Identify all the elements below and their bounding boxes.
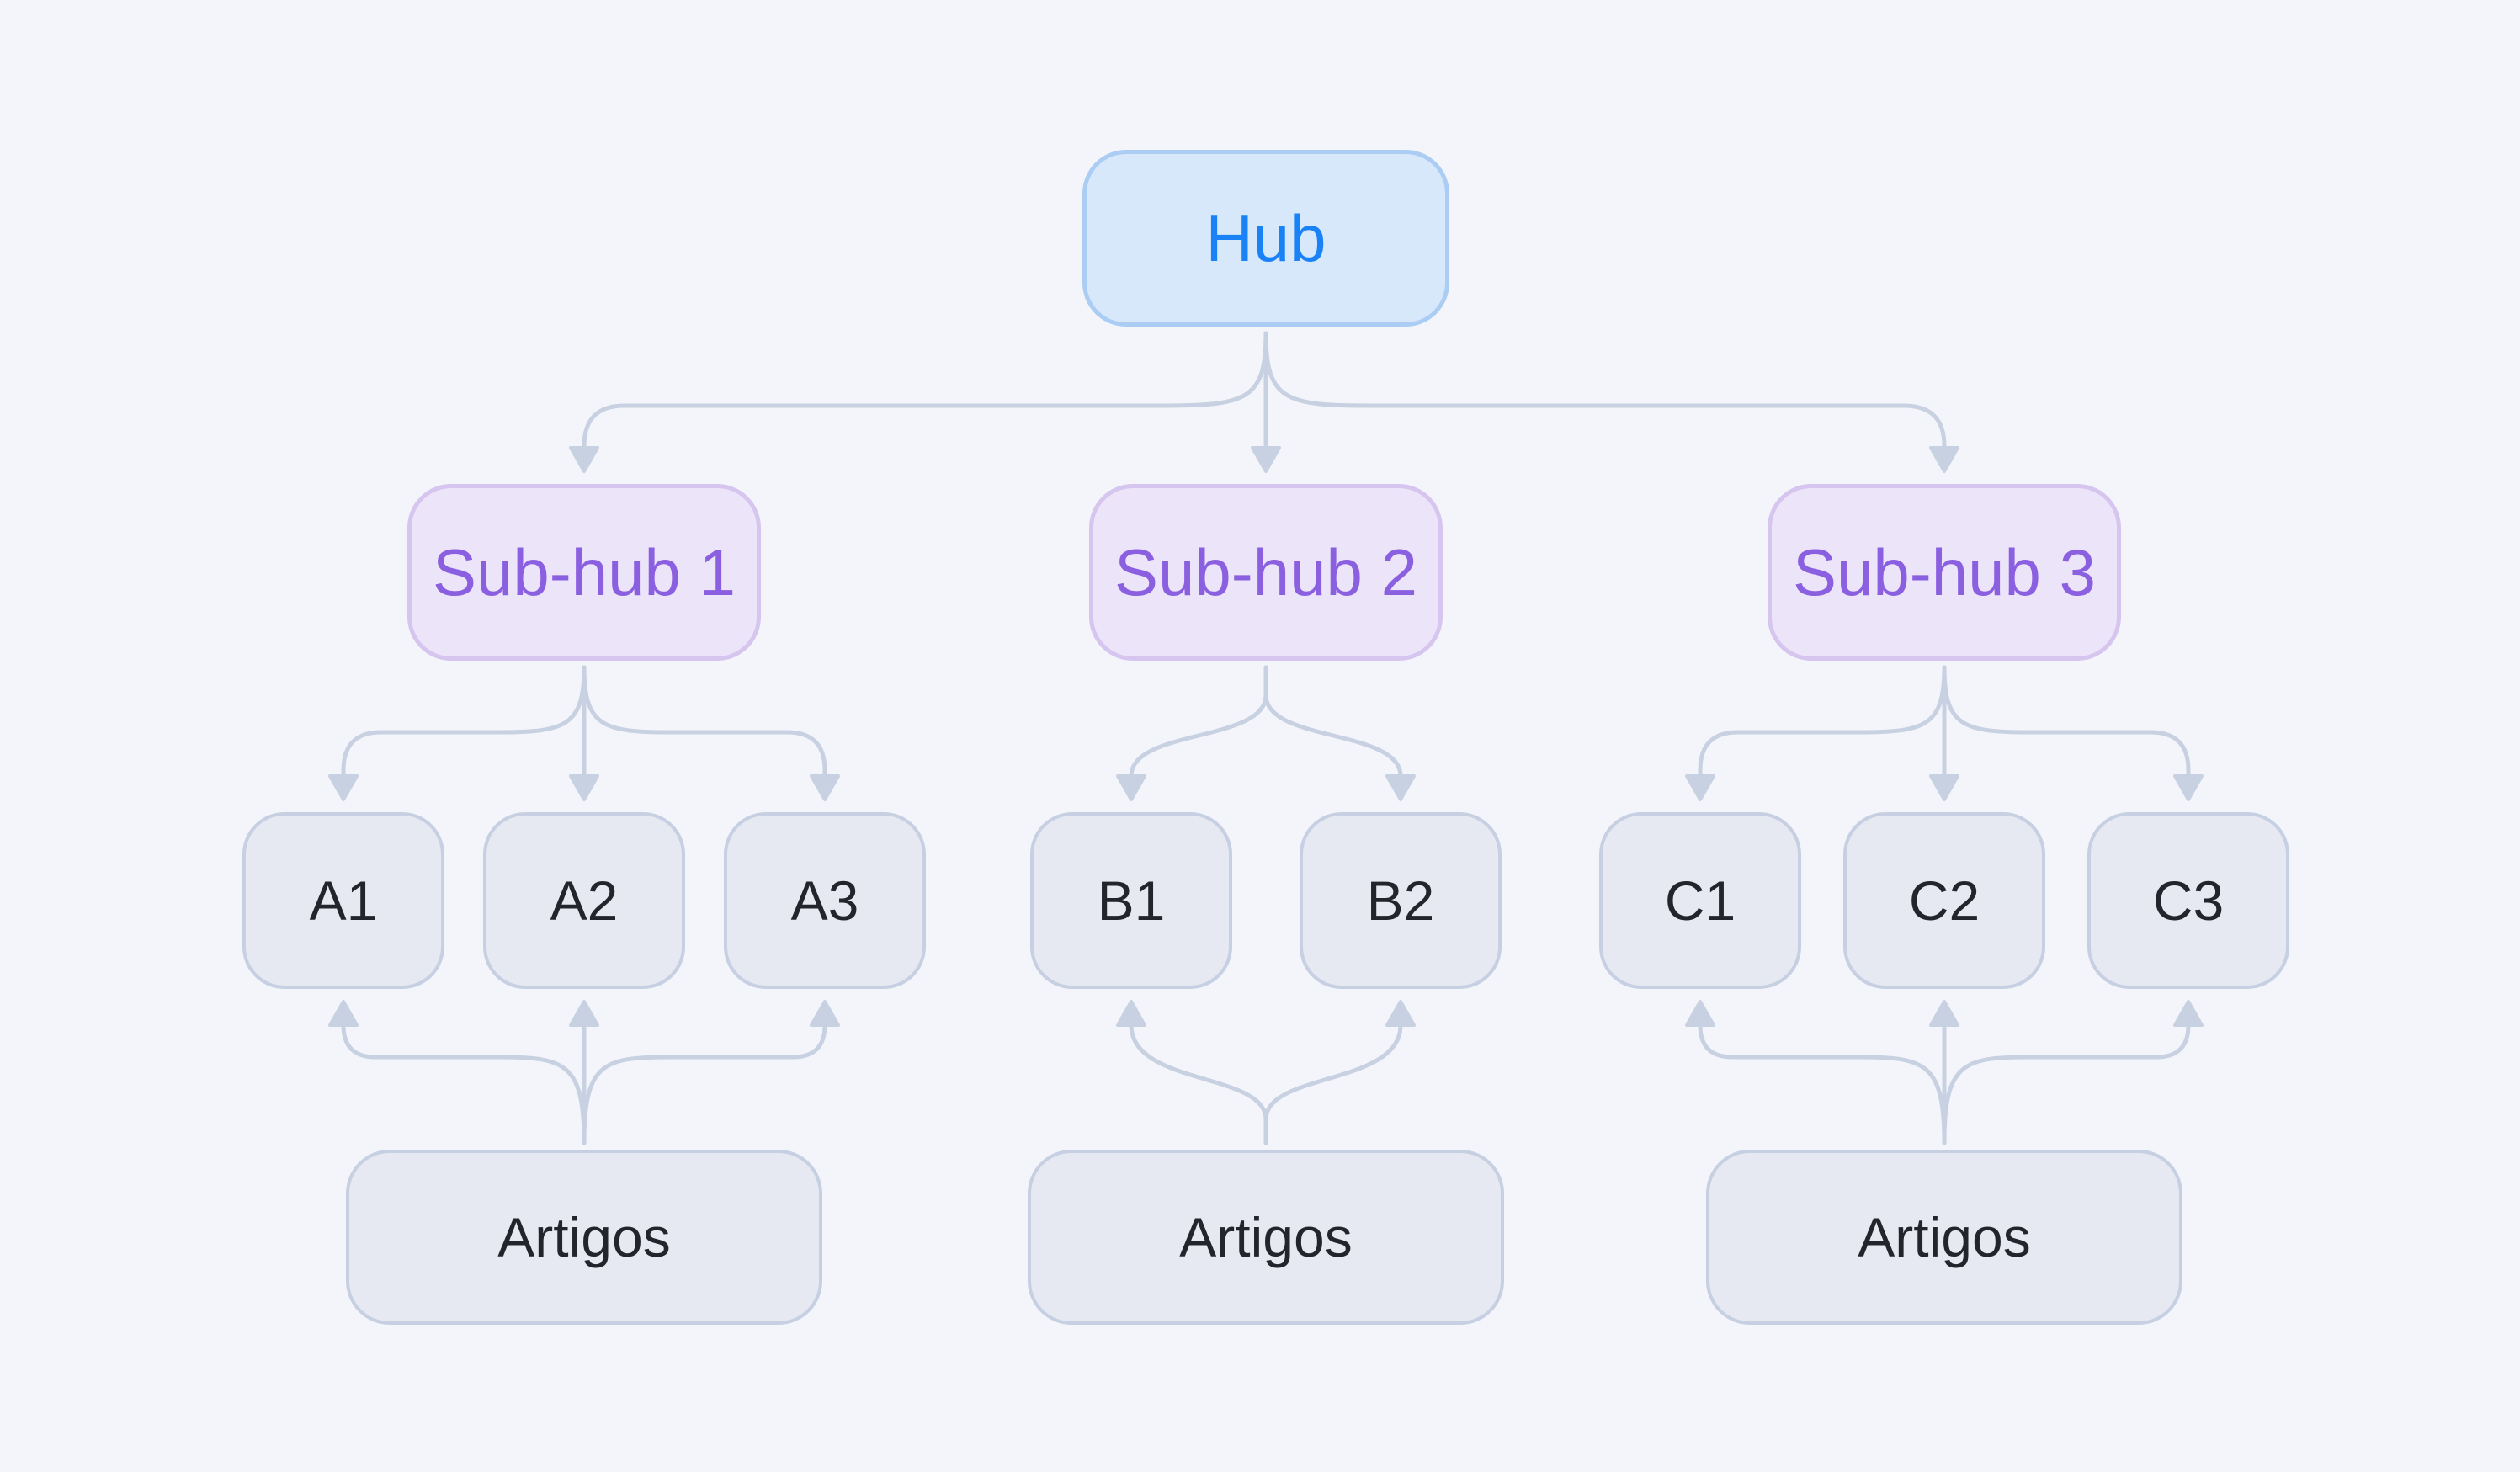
- arrow-down-icon: [1929, 446, 1959, 473]
- arrow-down-icon: [1929, 774, 1959, 801]
- connector-subhub2-child2: [1263, 665, 1403, 779]
- connector-artigos3-child1: [1698, 1023, 1947, 1145]
- node-c1: C1: [1599, 812, 1801, 989]
- node-subhub-1: Sub-hub 1: [407, 484, 761, 661]
- node-artigos-1: Artigos: [346, 1150, 822, 1325]
- node-b2: B2: [1300, 812, 1502, 989]
- node-artigos-2: Artigos: [1028, 1150, 1504, 1325]
- node-hub: Hub: [1082, 150, 1449, 327]
- node-artigos-3: Artigos: [1706, 1150, 2182, 1325]
- connector-hub-subhub3: [1263, 331, 1947, 450]
- node-c3: C3: [2087, 812, 2289, 989]
- node-subhub-2: Sub-hub 2: [1089, 484, 1443, 661]
- arrow-up-icon: [1685, 1000, 1715, 1027]
- connector-hub-subhub1: [582, 331, 1268, 450]
- arrow-up-icon: [2173, 1000, 2204, 1027]
- connector-artigos3-child3: [1942, 1023, 2191, 1145]
- node-a1: A1: [242, 812, 444, 989]
- arrow-down-icon: [810, 774, 840, 801]
- connector-subhub1-child1: [341, 665, 587, 779]
- node-b1: B1: [1030, 812, 1232, 989]
- node-a2: A2: [483, 812, 685, 989]
- arrow-down-icon: [1385, 774, 1416, 801]
- connector-artigos1-child1: [341, 1023, 587, 1145]
- connector-subhub3-child3: [1942, 665, 2191, 779]
- connector-subhub1-child3: [582, 665, 827, 779]
- arrow-down-icon: [328, 774, 359, 801]
- connector-artigos2-child1: [1129, 1023, 1268, 1145]
- connector-subhub3-child1: [1698, 665, 1947, 779]
- connector-artigos2-child2: [1263, 1023, 1403, 1145]
- node-subhub-3: Sub-hub 3: [1768, 484, 2121, 661]
- arrow-up-icon: [1385, 1000, 1416, 1027]
- arrow-up-icon: [328, 1000, 359, 1027]
- arrow-up-icon: [1116, 1000, 1146, 1027]
- arrow-down-icon: [569, 446, 599, 473]
- arrow-down-icon: [1116, 774, 1146, 801]
- connector-subhub2-child1: [1129, 665, 1268, 779]
- arrow-down-icon: [569, 774, 599, 801]
- arrow-down-icon: [1685, 774, 1715, 801]
- arrow-down-icon: [2173, 774, 2204, 801]
- arrow-down-icon: [1251, 446, 1281, 473]
- connector-artigos1-child3: [582, 1023, 827, 1145]
- arrow-up-icon: [569, 1000, 599, 1027]
- arrow-up-icon: [810, 1000, 840, 1027]
- arrow-up-icon: [1929, 1000, 1959, 1027]
- node-c2: C2: [1843, 812, 2045, 989]
- node-a3: A3: [724, 812, 926, 989]
